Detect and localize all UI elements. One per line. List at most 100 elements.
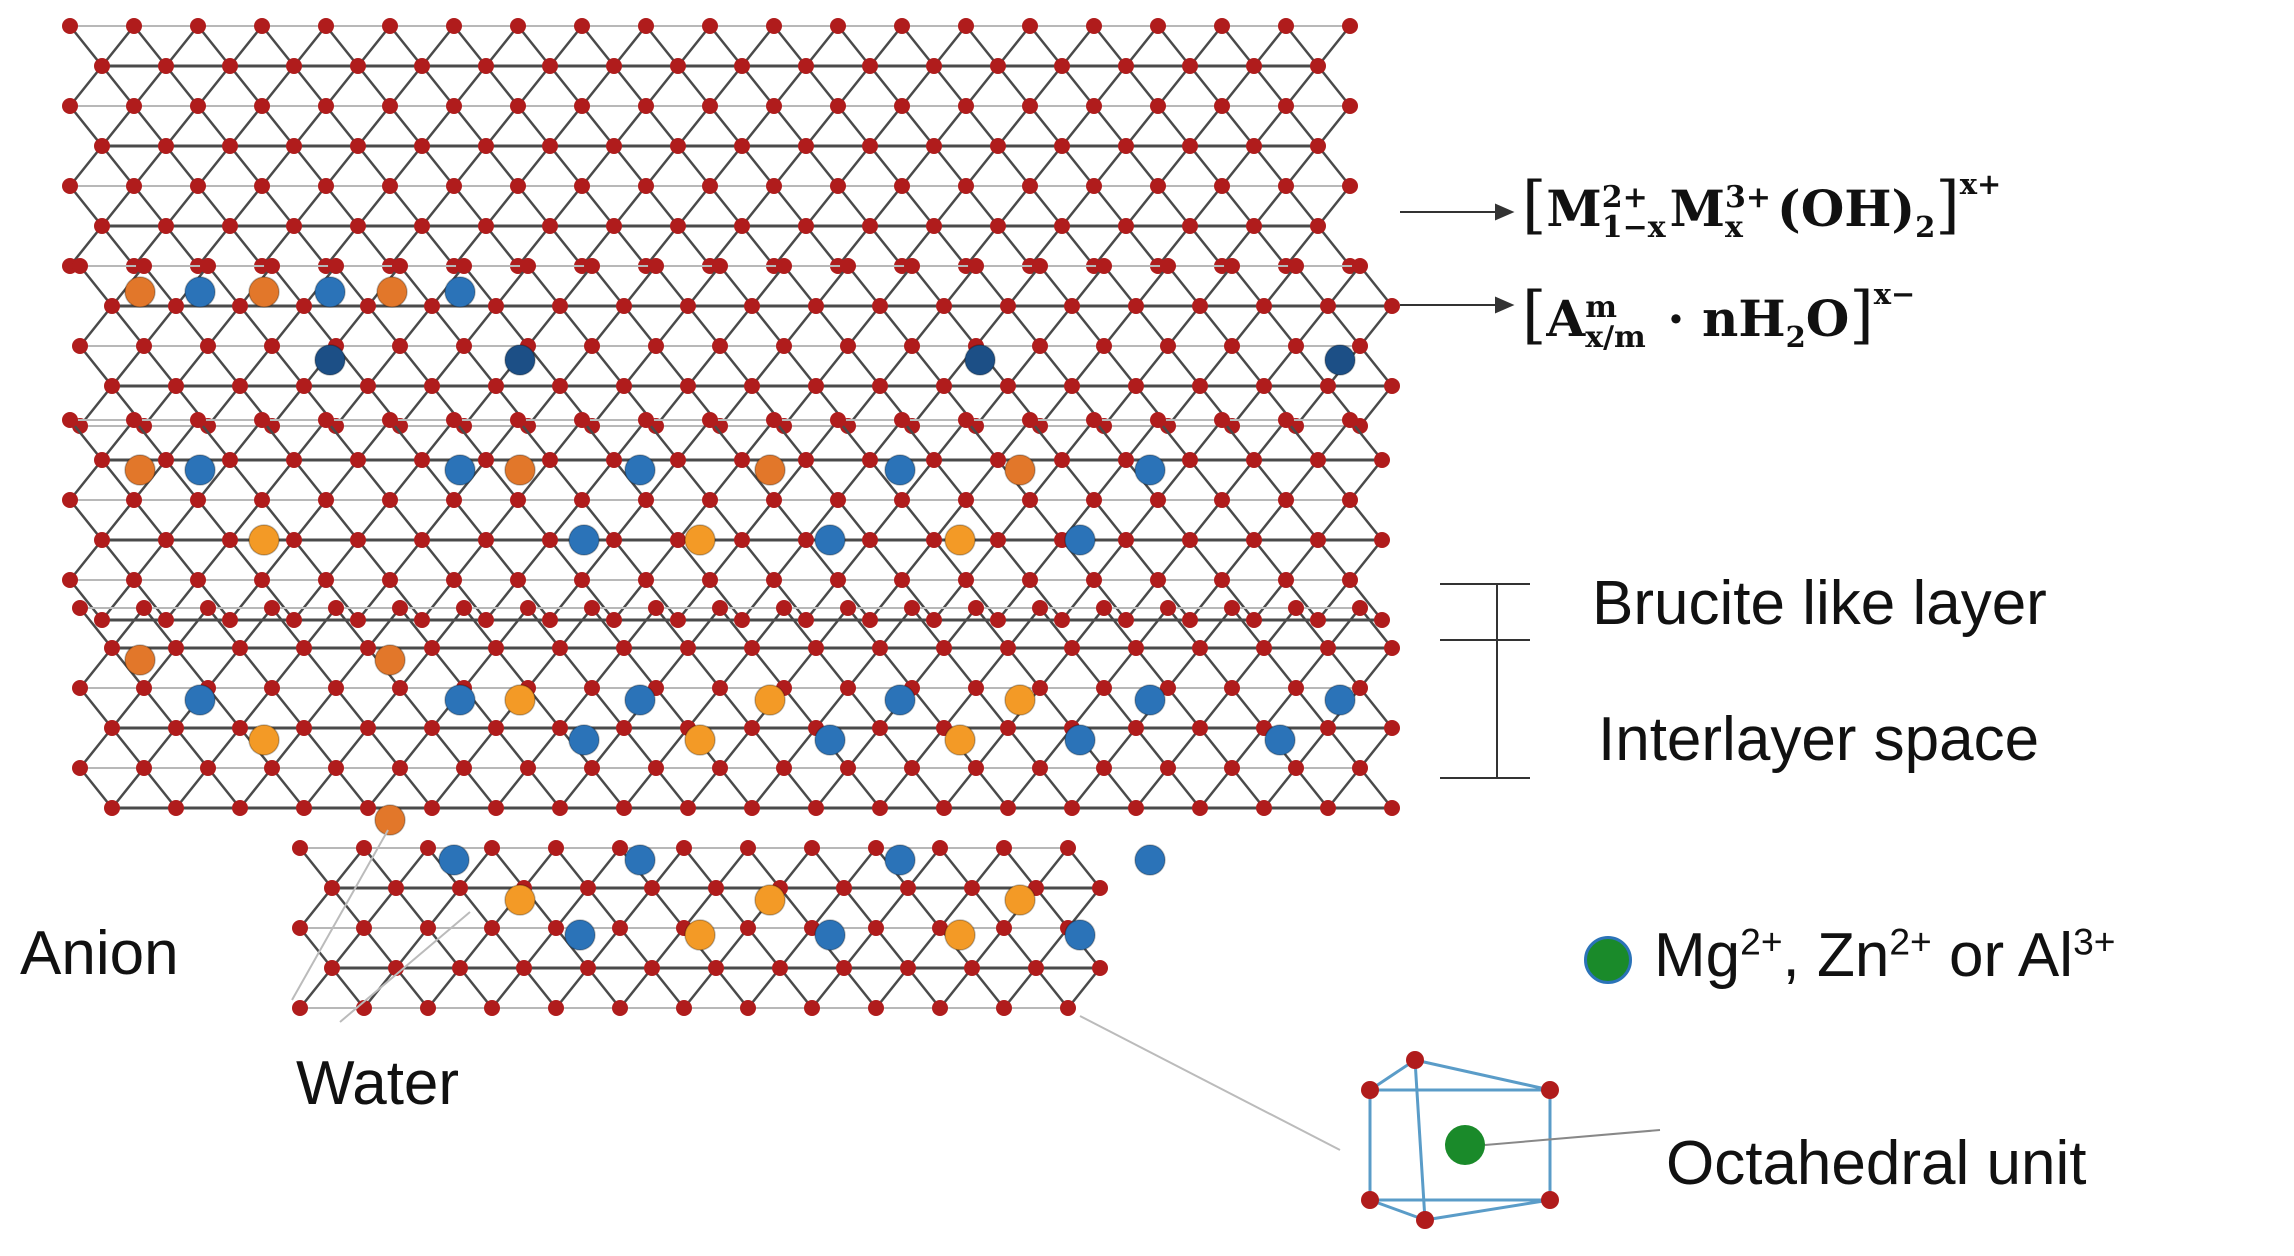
oxygen-atom xyxy=(1128,800,1144,816)
oxygen-atom xyxy=(168,640,184,656)
bond-line xyxy=(581,459,615,501)
bond-line xyxy=(1061,145,1095,187)
bond-line xyxy=(1359,687,1393,729)
bond-line xyxy=(623,647,657,689)
oxygen-atom xyxy=(670,218,686,234)
oxygen-atom xyxy=(968,600,984,616)
bond-line xyxy=(709,25,743,67)
bond-line xyxy=(421,225,455,267)
bond-line xyxy=(1359,647,1393,689)
oxygen-atom xyxy=(254,98,270,114)
oxygen-atom xyxy=(1278,412,1294,428)
bond-line xyxy=(687,687,721,729)
oxygen-atom xyxy=(104,378,120,394)
bond-line xyxy=(143,265,177,307)
formula-layer-charge: x+ xyxy=(1959,167,2002,202)
oxygen-atom xyxy=(1096,258,1112,274)
bond-line xyxy=(325,499,359,541)
oxygen-atom xyxy=(1000,378,1016,394)
bond-line xyxy=(335,727,369,769)
bond-line xyxy=(485,225,519,267)
bond-line xyxy=(367,607,401,649)
bond-line xyxy=(613,145,647,187)
bond-line xyxy=(1071,305,1105,347)
bond-line xyxy=(1263,265,1297,307)
bond-line xyxy=(111,345,145,387)
bond-line xyxy=(655,607,689,649)
bond-line xyxy=(875,887,909,929)
bond-line xyxy=(1317,145,1351,187)
bond-line xyxy=(1093,145,1127,187)
bond-line xyxy=(645,25,679,67)
bond-line xyxy=(709,105,743,147)
oxygen-atom xyxy=(1182,218,1198,234)
oxygen-atom xyxy=(1054,612,1070,628)
oxygen-atom xyxy=(1128,640,1144,656)
bond-line xyxy=(1167,345,1201,387)
bond-line xyxy=(303,647,337,689)
interlayer-ion xyxy=(374,644,406,676)
oxygen-atom xyxy=(552,298,568,314)
bond-line xyxy=(239,607,273,649)
bond-line xyxy=(389,419,423,461)
label-interlayer-space: Interlayer space xyxy=(1598,705,2040,774)
oxygen-atom xyxy=(414,532,430,548)
interlayer-ion xyxy=(944,724,976,756)
bond-line xyxy=(495,647,529,689)
bond-line xyxy=(1221,25,1255,67)
oxygen-atom xyxy=(1224,600,1240,616)
oxygen-atom xyxy=(734,218,750,234)
interlayer-ion xyxy=(444,454,476,486)
bond-line xyxy=(549,539,583,581)
oxygen-atom xyxy=(158,612,174,628)
bond-line xyxy=(741,459,775,501)
oxygen-atom xyxy=(158,452,174,468)
bond-line xyxy=(175,305,209,347)
bond-line xyxy=(357,579,391,621)
oxygen-atom xyxy=(62,178,78,194)
bond-line xyxy=(143,607,177,649)
bond-line xyxy=(783,265,817,307)
bond-line xyxy=(997,145,1031,187)
bond-line xyxy=(901,145,935,187)
legend-mg-charge: 2+ xyxy=(1740,920,1783,963)
oxygen-atom xyxy=(740,1000,756,1016)
bond-line xyxy=(1359,345,1393,387)
formula-m2-charge: 3+ xyxy=(1725,180,1772,215)
oxygen-atom xyxy=(168,378,184,394)
bond-line xyxy=(261,185,295,227)
oxygen-atom xyxy=(584,258,600,274)
bond-line xyxy=(815,305,849,347)
bond-line xyxy=(431,345,465,387)
bond-line xyxy=(719,265,753,307)
oxygen-atom xyxy=(360,640,376,656)
oxygen-atom xyxy=(708,960,724,976)
oxygen-atom xyxy=(72,338,88,354)
oxygen-atom xyxy=(808,378,824,394)
bond-line xyxy=(1157,579,1191,621)
bond-line xyxy=(1359,305,1393,347)
oxygen-atom xyxy=(1182,138,1198,154)
bond-line xyxy=(165,25,199,67)
oxygen-atom xyxy=(616,720,632,736)
oxygen-atom xyxy=(990,532,1006,548)
bond-line xyxy=(293,499,327,541)
bond-line xyxy=(1359,385,1393,427)
oxygen-atom xyxy=(424,378,440,394)
oxygen-atom xyxy=(894,492,910,508)
oxygen-atom xyxy=(1352,258,1368,274)
bond-line xyxy=(357,225,391,267)
oxygen-atom xyxy=(862,218,878,234)
oxygen-atom xyxy=(1022,98,1038,114)
interlayer-ion xyxy=(944,919,976,951)
oxygen-atom xyxy=(606,218,622,234)
bond-line xyxy=(79,305,113,347)
oxygen-atom xyxy=(424,640,440,656)
bond-line xyxy=(1317,579,1351,621)
oxygen-atom xyxy=(318,18,334,34)
bond-line xyxy=(1285,145,1319,187)
oxygen-atom xyxy=(740,840,756,856)
oxygen-atom xyxy=(232,298,248,314)
bond-line xyxy=(1167,687,1201,729)
oxygen-atom xyxy=(1096,680,1112,696)
